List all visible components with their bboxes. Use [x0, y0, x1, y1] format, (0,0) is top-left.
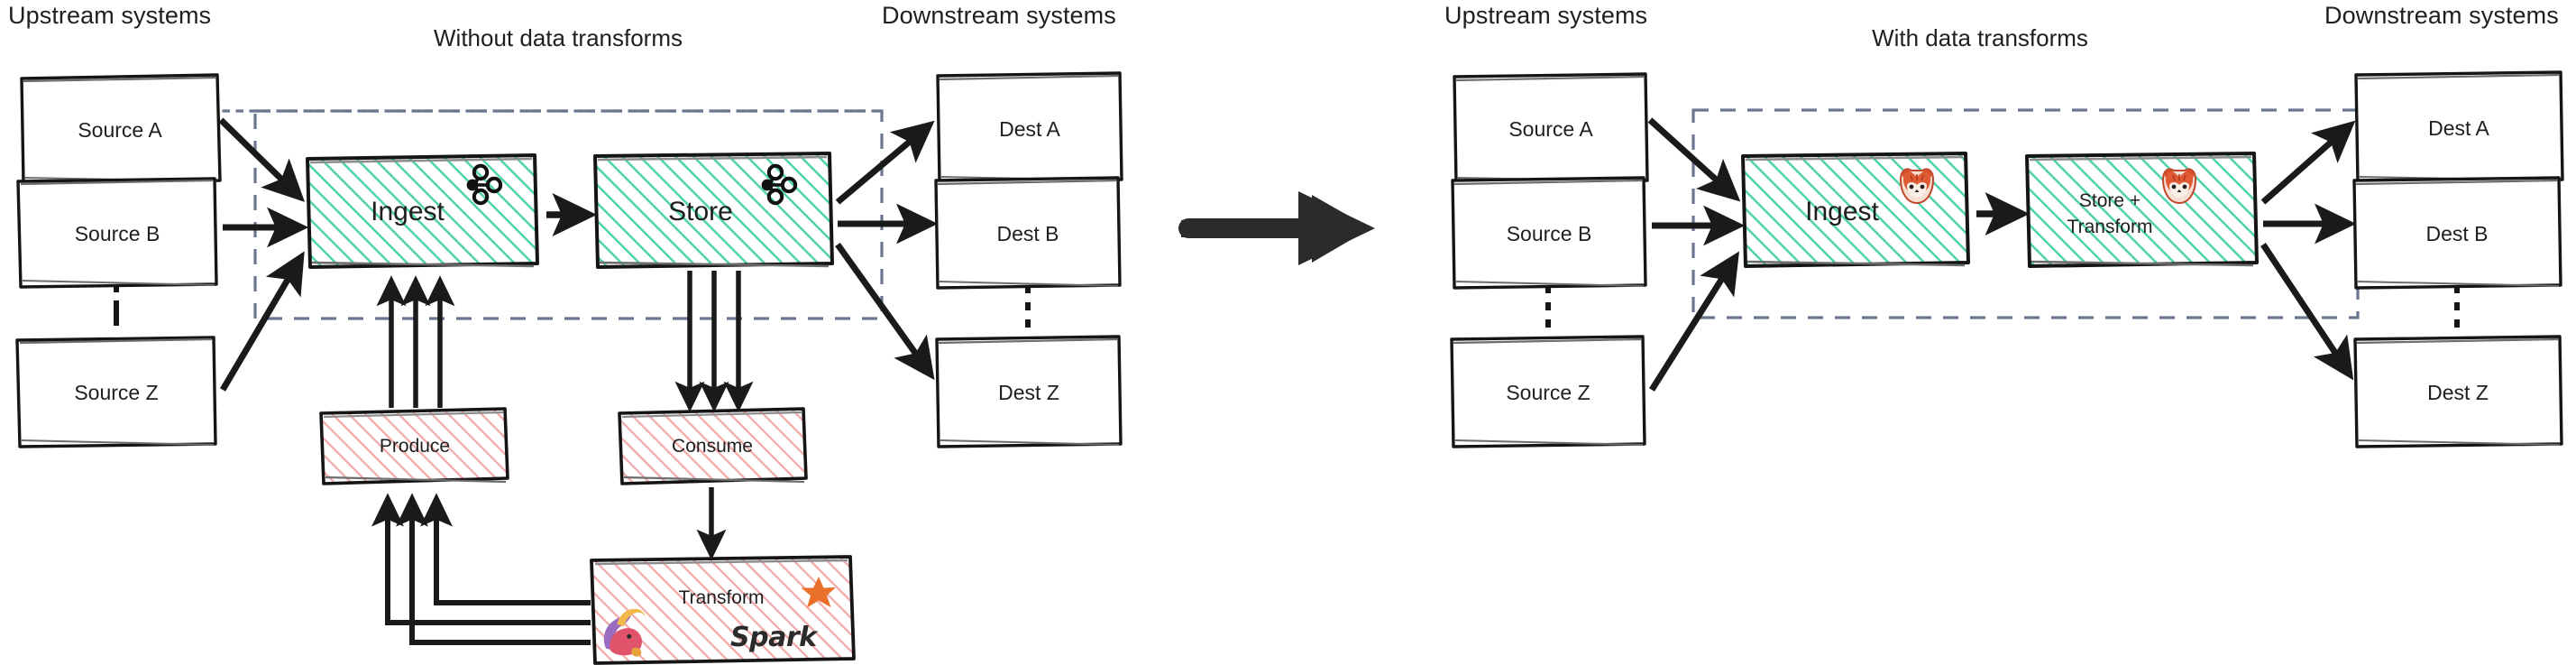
- spark-star-icon: [801, 577, 836, 608]
- right-source-a-box: [1453, 72, 1649, 185]
- left-consume-box: [618, 407, 808, 485]
- left-dest-b-box: [934, 176, 1122, 290]
- right-arrow-store-to-dest-z: [2260, 243, 2354, 381]
- right-dest-b-box: [2352, 176, 2562, 290]
- left-source-z-box: [15, 336, 217, 448]
- left-arrow-source-a-to-ingest: [218, 117, 306, 202]
- left-arrows-produce-to-ingest: [376, 275, 455, 408]
- right-source-b-box: [1451, 176, 1647, 290]
- left-transform-box: [590, 555, 856, 665]
- kafka-icon-ingest: [466, 163, 503, 206]
- left-dest-z-box: [935, 335, 1123, 448]
- kafka-icon-store: [761, 163, 798, 206]
- left-arrows-store-to-consume: [674, 271, 754, 412]
- left-source-b-box: [16, 177, 218, 289]
- redpanda-icon-store-transform: [2161, 168, 2197, 205]
- transition-arrow: [1178, 191, 1375, 265]
- left-ingest-box: [306, 153, 539, 269]
- left-arrows-transform-to-produce: [371, 493, 591, 645]
- left-source-a-box: [20, 73, 222, 185]
- right-arrow-store-to-dest-a: [2260, 120, 2356, 205]
- left-boundary-dashed-box: [127, 109, 884, 320]
- left-arrow-store-to-dest-z: [835, 242, 935, 381]
- right-dest-z-box: [2353, 335, 2563, 448]
- flink-icon: [603, 608, 646, 657]
- right-dest-a-box: [2354, 70, 2564, 184]
- right-store-transform-box: [2025, 152, 2259, 268]
- left-store-box: [593, 152, 834, 269]
- left-dest-a-box: [936, 71, 1123, 184]
- right-source-z-box: [1450, 335, 1646, 448]
- left-arrow-store-to-dest-a: [835, 120, 935, 205]
- redpanda-icon-ingest: [1899, 168, 1935, 205]
- right-arrow-source-a-to-ingest: [1647, 117, 1741, 202]
- right-ingest-box: [1741, 152, 1970, 268]
- right-arrow-source-z-to-ingest: [1649, 251, 1739, 392]
- left-produce-box: [319, 407, 509, 485]
- left-arrow-source-z-to-ingest: [219, 251, 305, 392]
